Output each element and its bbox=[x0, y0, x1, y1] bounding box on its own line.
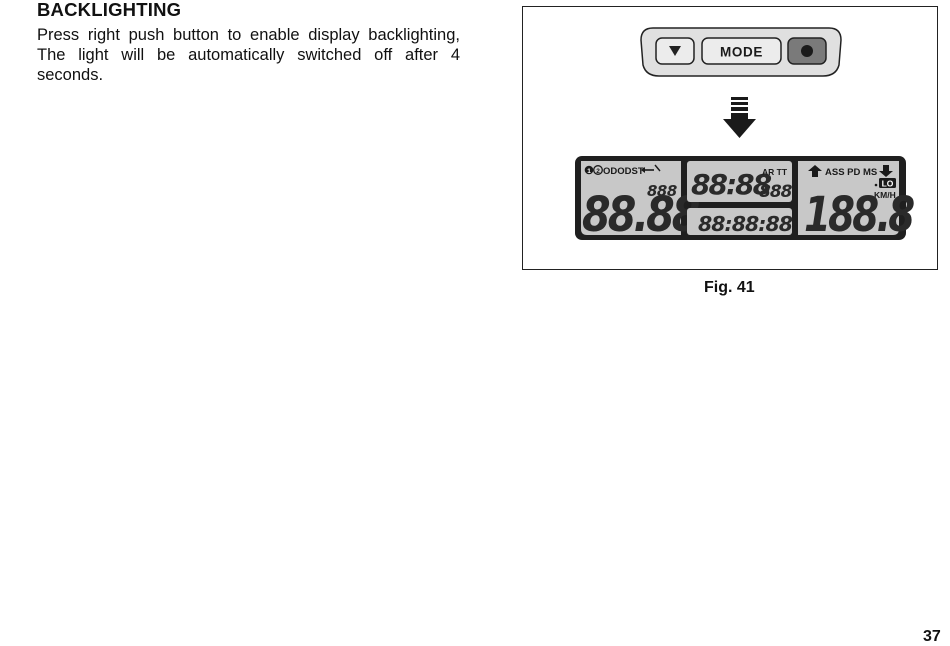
backlight-button[interactable] bbox=[787, 37, 827, 65]
lcd-left-panel: 1 2 ODODST 888 88.88 bbox=[581, 161, 702, 243]
speed-unit: KM/H bbox=[874, 190, 896, 200]
svg-text:1: 1 bbox=[587, 168, 591, 175]
lcd-right-panel: ASS PD MS LO KM/H 188.8 bbox=[798, 161, 917, 243]
clock-digits: 88:88 bbox=[691, 168, 772, 201]
left-small-digits: 888 bbox=[647, 182, 677, 200]
arrow-down-small-icon bbox=[879, 165, 893, 177]
left-big-digits: 88.88 bbox=[582, 186, 699, 243]
speed-digits: 188.8 bbox=[804, 187, 914, 243]
arrow-up-icon bbox=[808, 165, 822, 177]
lo-badge: LO bbox=[882, 179, 894, 189]
trip-2-icon bbox=[593, 165, 603, 175]
assist-labels: ASS PD MS bbox=[825, 167, 877, 178]
mid-small-digits: 888 bbox=[759, 182, 793, 202]
figure-caption: Fig. 41 bbox=[704, 279, 755, 296]
mode-button[interactable]: MODE bbox=[701, 37, 782, 65]
svg-text:2: 2 bbox=[596, 168, 600, 175]
control-pod: MODE bbox=[640, 27, 842, 77]
timer-digits: 88:88:88 bbox=[698, 212, 793, 236]
display-illustration: MODE 1 2 ODODST bbox=[575, 27, 917, 243]
lcd-display: 1 2 ODODST 888 88.88 88:88 AR TT 888 bbox=[575, 156, 917, 243]
arrow-down-icon bbox=[723, 97, 756, 138]
down-button[interactable] bbox=[655, 37, 695, 65]
section-title: BACKLIGHTING bbox=[37, 0, 182, 20]
mode-label: MODE bbox=[720, 45, 763, 60]
dot-icon bbox=[801, 45, 813, 57]
figure-frame: MODE 1 2 ODODST bbox=[522, 6, 938, 270]
trip-1-icon bbox=[584, 165, 594, 175]
triangle-down-icon bbox=[669, 46, 681, 56]
ar-tt-labels: AR TT bbox=[762, 167, 788, 177]
page-number: 37 bbox=[923, 628, 941, 645]
body-paragraph: Press right push button to enable displa… bbox=[37, 26, 460, 84]
lcd-middle-panel: 88:88 AR TT 888 88:88:88 bbox=[687, 161, 794, 236]
wrench-icon bbox=[641, 164, 661, 173]
odo-dst-labels: ODODST bbox=[603, 166, 644, 177]
